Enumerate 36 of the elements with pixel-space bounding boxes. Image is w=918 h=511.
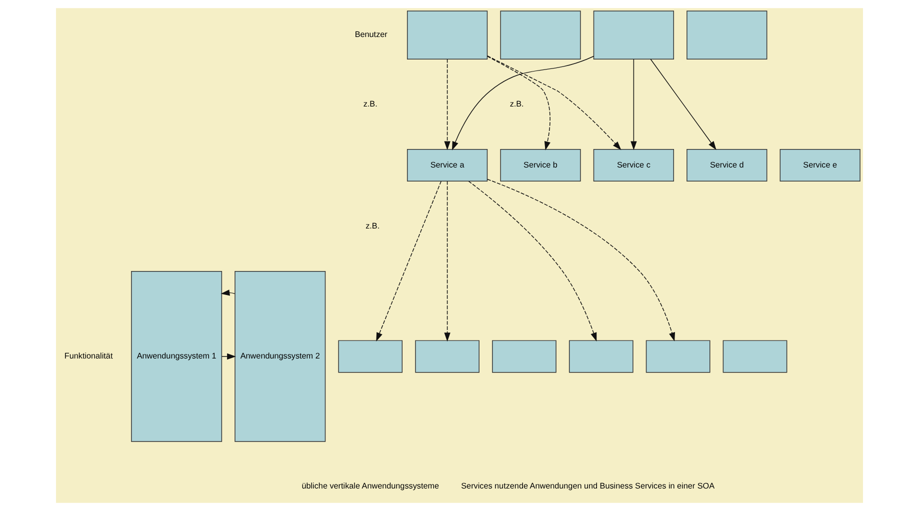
arrow (376, 180, 441, 342)
label: Benutzer (354, 30, 387, 40)
arrow (468, 180, 596, 342)
arrow (630, 58, 636, 150)
node-box: Service c (592, 148, 674, 182)
arrow (220, 290, 235, 296)
arrow (486, 178, 675, 342)
arrow (444, 180, 450, 342)
arrow (221, 353, 236, 360)
node-box: Anwendungssystem 1 (130, 271, 222, 442)
label: z.B. (362, 99, 377, 108)
node-box (406, 10, 488, 60)
arrow (486, 56, 550, 150)
label: z.B. (509, 99, 524, 108)
node-box (645, 340, 710, 373)
node-box (686, 10, 767, 60)
node-box: Service b (500, 148, 580, 182)
arrow (486, 55, 621, 150)
legend-label: Services nutzende Anwendungen und Business Services in einer SOA (460, 482, 714, 491)
label: Funktionalität (64, 352, 112, 361)
node-box (592, 10, 674, 60)
arrow (444, 58, 450, 150)
node-box (568, 340, 633, 373)
node-box (492, 340, 556, 373)
node-box (338, 340, 402, 373)
label: z.B. (365, 221, 380, 230)
legend-label: übliche vertikale Anwendungssysteme (301, 482, 439, 491)
node-box (722, 340, 787, 373)
node-box (414, 340, 479, 373)
node-box: Service d (686, 148, 767, 182)
node-box: Anwendungssystem 2 (234, 271, 326, 442)
arrow (650, 58, 716, 150)
node-box: Service a (406, 148, 488, 182)
node-box (500, 10, 580, 60)
arrow (451, 56, 594, 150)
node-box: Service e (779, 148, 860, 182)
